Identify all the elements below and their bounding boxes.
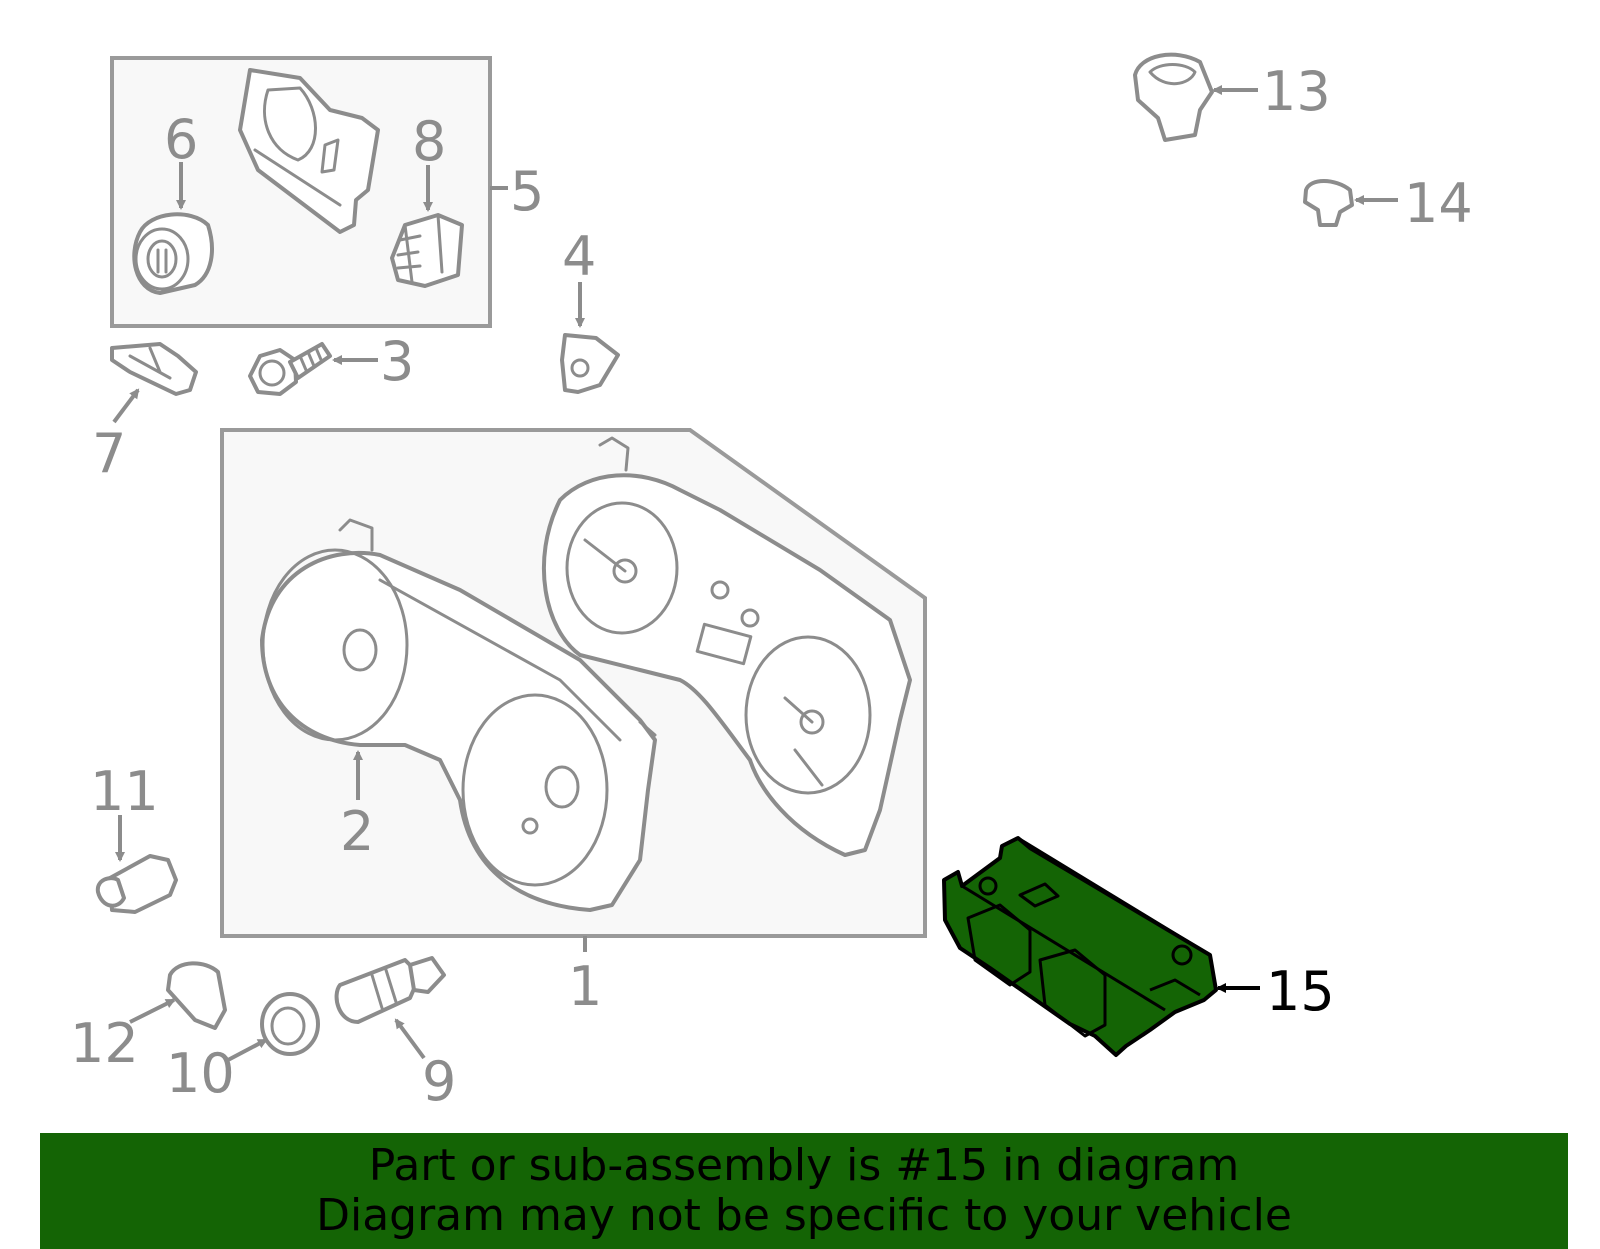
bezel-part[interactable] [238, 68, 380, 234]
label-12: 12 [70, 1012, 139, 1075]
parts-diagram: 1 2 3 4 5 6 7 8 9 10 11 12 13 14 15 [70, 52, 1473, 1113]
cap-part-12[interactable] [166, 961, 227, 1030]
label-13: 13 [1262, 60, 1331, 123]
bulb-part-9[interactable] [334, 956, 446, 1024]
label-5: 5 [510, 160, 544, 223]
lens-part-2[interactable] [260, 518, 657, 912]
socket-part-11[interactable] [95, 854, 178, 914]
module-part-15-highlighted[interactable] [942, 836, 1218, 1057]
label-10: 10 [166, 1042, 235, 1105]
label-7: 7 [92, 422, 126, 485]
label-1: 1 [568, 955, 602, 1018]
info-banner: Part or sub-assembly is #15 in diagram D… [40, 1133, 1568, 1249]
label-9: 9 [422, 1050, 456, 1113]
banner-line-1: Part or sub-assembly is #15 in diagram [368, 1140, 1240, 1191]
cluster-face-part[interactable] [541, 436, 912, 857]
label-3: 3 [380, 330, 414, 393]
bolt-part-3[interactable] [248, 342, 332, 396]
bracket-part-4[interactable] [560, 333, 620, 394]
label-14: 14 [1404, 172, 1473, 235]
knob-part-6[interactable] [132, 212, 214, 295]
switch-part-8[interactable] [390, 213, 464, 288]
knob-part-13[interactable] [1133, 52, 1214, 142]
clip-part-14[interactable] [1303, 179, 1354, 227]
grommet-part-10[interactable] [260, 992, 320, 1056]
label-11: 11 [90, 760, 159, 823]
clip-part-7[interactable] [110, 342, 198, 396]
label-2: 2 [340, 800, 374, 863]
label-15: 15 [1266, 960, 1335, 1023]
label-6: 6 [164, 108, 198, 171]
label-8: 8 [412, 110, 446, 173]
banner-line-2: Diagram may not be specific to your vehi… [316, 1190, 1292, 1241]
label-4: 4 [562, 225, 596, 288]
